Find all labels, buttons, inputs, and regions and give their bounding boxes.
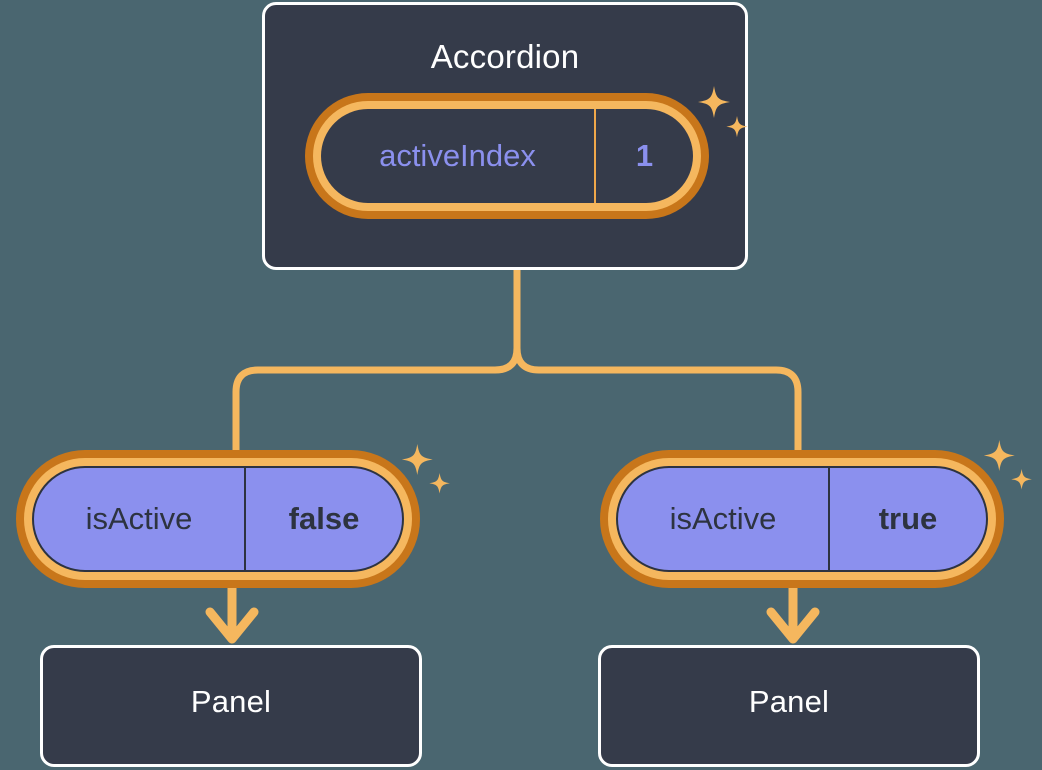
arrow-down-icon-left bbox=[205, 588, 259, 644]
component-title-accordion: Accordion bbox=[430, 38, 580, 75]
state-pill-isactive-true[interactable]: isActive true bbox=[616, 466, 988, 572]
state-pill-activeindex[interactable]: activeIndex 1 bbox=[321, 109, 693, 203]
state-pill-key-isactive-true: isActive bbox=[618, 468, 830, 570]
component-title-panel-left: Panel bbox=[190, 684, 272, 719]
connector-branch-path-right bbox=[513, 266, 802, 454]
state-pill-value-activeindex: 1 bbox=[635, 138, 654, 173]
connector-branch-path bbox=[232, 266, 521, 454]
component-card-panel-right[interactable]: Panel bbox=[598, 645, 980, 767]
state-pill-key-activeindex: activeIndex bbox=[321, 109, 596, 203]
component-card-panel-left[interactable]: Panel bbox=[40, 645, 422, 767]
component-title-panel-right: Panel bbox=[748, 684, 830, 719]
state-pill-value-isactive-true: true bbox=[878, 501, 938, 536]
arrow-down-icon-right bbox=[766, 588, 820, 644]
state-pill-isactive-false[interactable]: isActive false bbox=[32, 466, 404, 572]
state-pill-value-isactive-false: false bbox=[288, 501, 360, 536]
state-pill-key-isactive-false: isActive bbox=[34, 468, 246, 570]
